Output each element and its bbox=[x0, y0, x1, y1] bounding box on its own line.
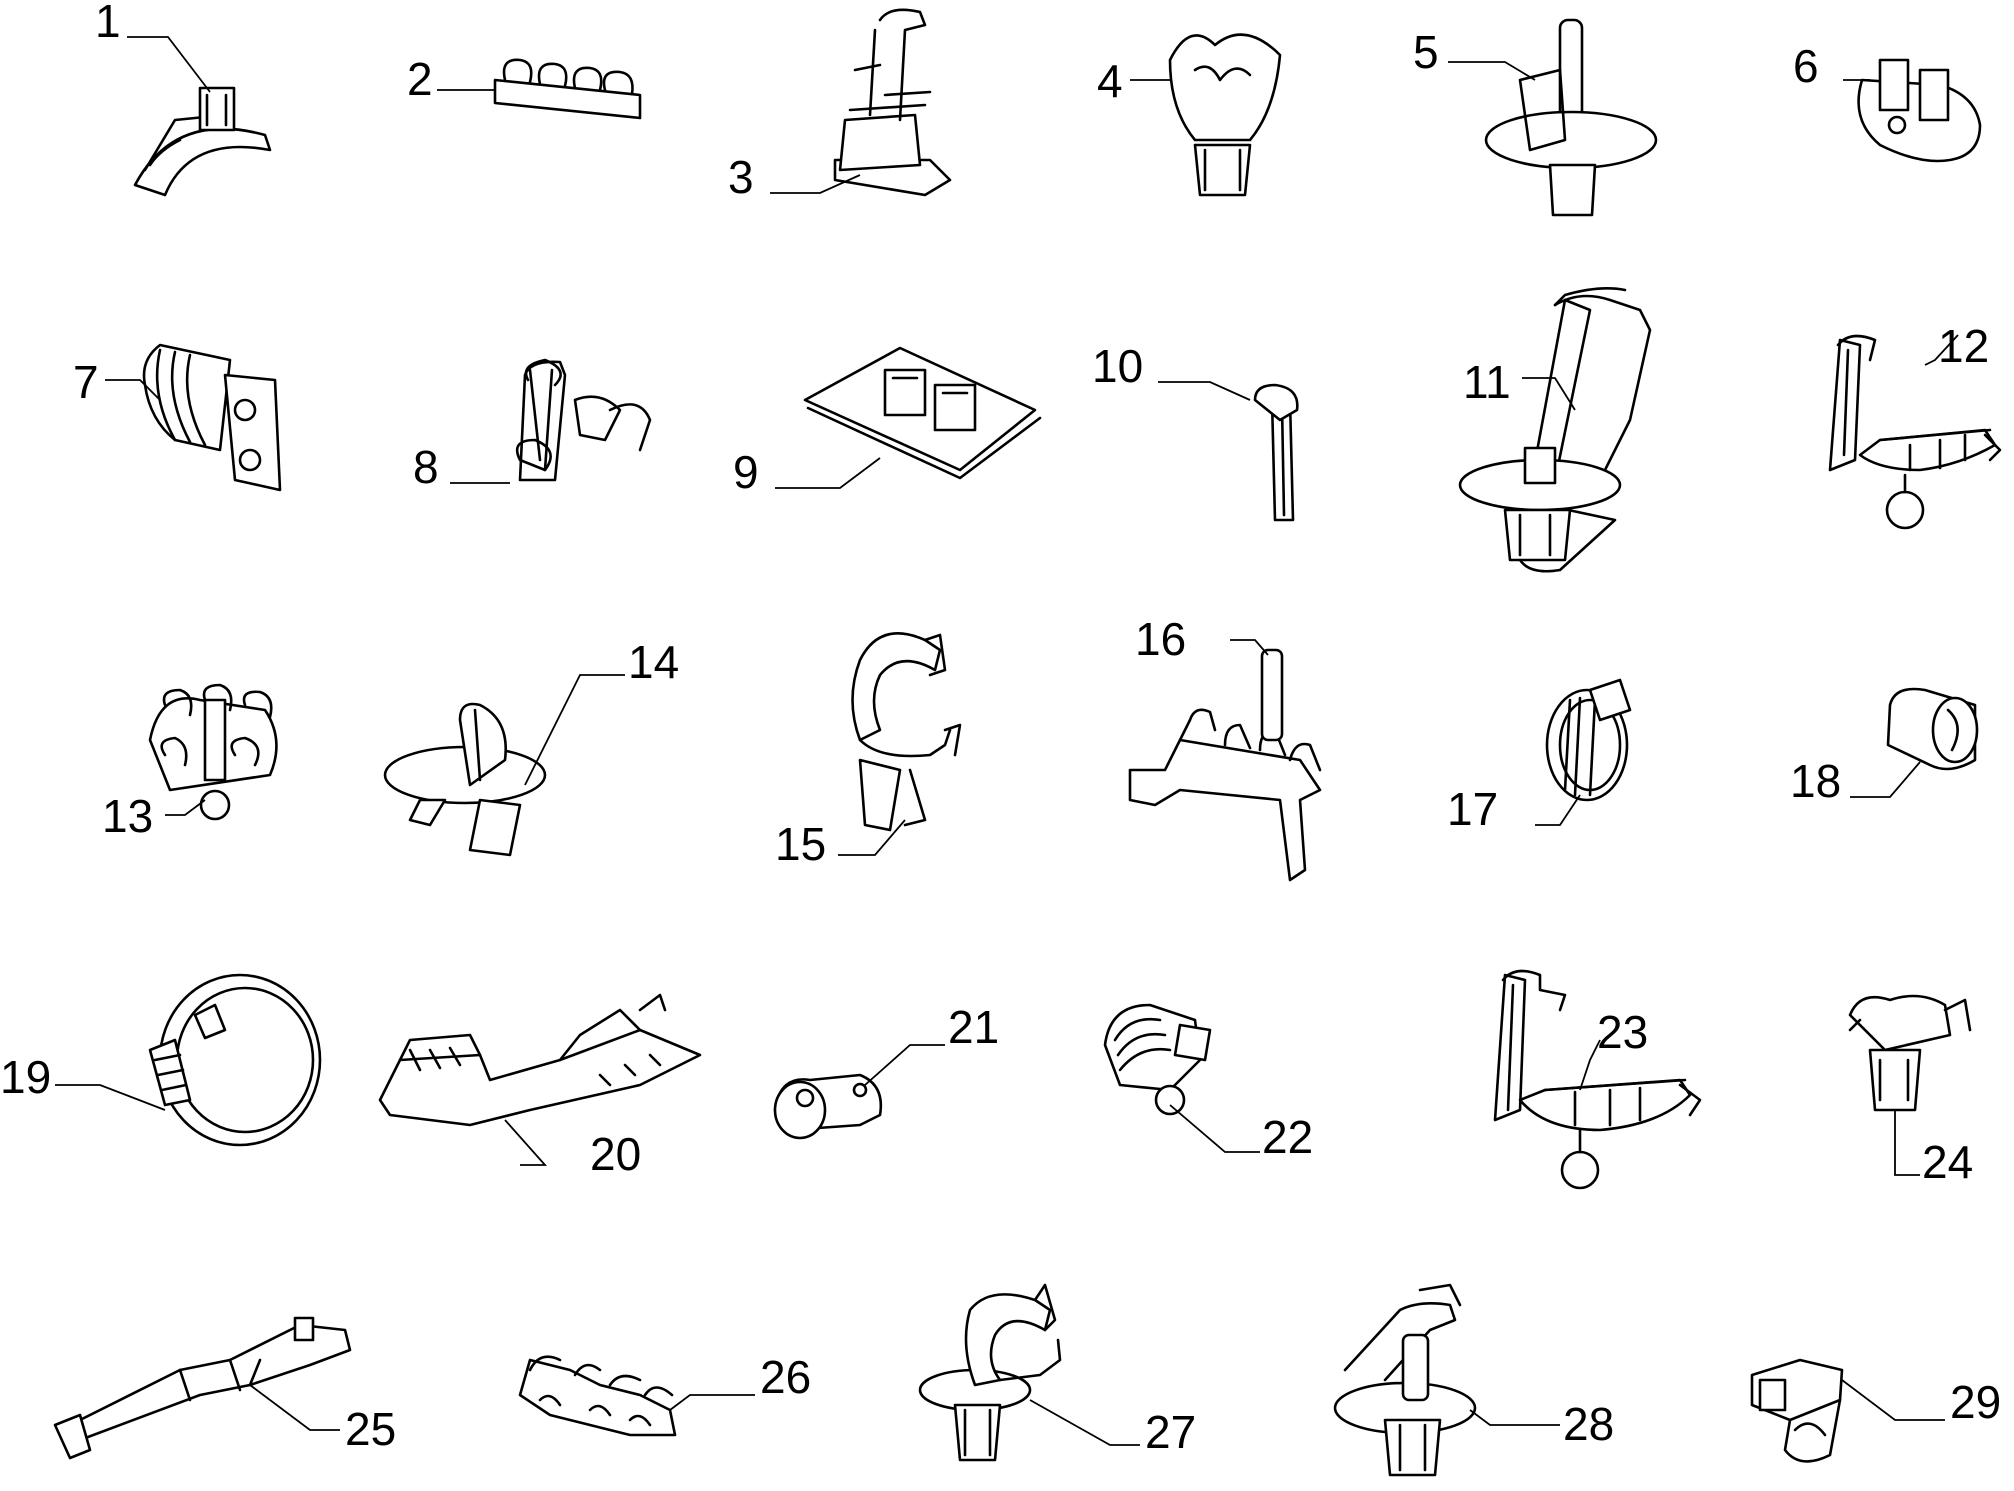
part-label-28: 28 bbox=[1563, 1398, 1614, 1450]
part-label-9: 9 bbox=[733, 446, 759, 498]
part-27[interactable]: 27 bbox=[918, 1283, 1196, 1462]
part-13[interactable]: 13 bbox=[102, 683, 278, 842]
part-9[interactable]: 9 bbox=[733, 346, 1042, 498]
part-label-15: 15 bbox=[775, 818, 826, 870]
part-label-10: 10 bbox=[1092, 340, 1143, 392]
part-12[interactable]: 12 bbox=[1828, 320, 2002, 530]
part-label-11: 11 bbox=[1463, 356, 1511, 408]
part-26[interactable]: 26 bbox=[518, 1351, 811, 1437]
part-11[interactable]: 11 bbox=[1458, 287, 1652, 573]
part-29[interactable]: 29 bbox=[1750, 1358, 2001, 1463]
part-label-5: 5 bbox=[1413, 26, 1439, 78]
part-label-24: 24 bbox=[1922, 1136, 1973, 1188]
part-8[interactable]: 8 bbox=[413, 358, 652, 493]
part-25[interactable]: 25 bbox=[53, 1316, 396, 1460]
part-label-23: 23 bbox=[1597, 1006, 1648, 1058]
part-label-26: 26 bbox=[760, 1351, 811, 1403]
part-label-17: 17 bbox=[1447, 783, 1498, 835]
part-label-6: 6 bbox=[1793, 40, 1819, 92]
part-10[interactable]: 10 bbox=[1092, 340, 1299, 522]
part-label-7: 7 bbox=[73, 356, 99, 408]
part-14[interactable]: 14 bbox=[383, 636, 679, 857]
part-label-2: 2 bbox=[407, 53, 433, 105]
part-23[interactable]: 23 bbox=[1493, 969, 1702, 1190]
part-3[interactable]: 3 bbox=[728, 8, 952, 203]
part-label-8: 8 bbox=[413, 441, 439, 493]
part-label-22: 22 bbox=[1262, 1111, 1313, 1163]
part-18[interactable]: 18 bbox=[1790, 687, 1979, 807]
part-label-25: 25 bbox=[345, 1403, 396, 1455]
part-22[interactable]: 22 bbox=[1103, 1003, 1313, 1163]
part-label-27: 27 bbox=[1145, 1406, 1196, 1458]
part-6[interactable]: 6 bbox=[1793, 40, 1982, 163]
part-5[interactable]: 5 bbox=[1413, 18, 1658, 217]
part-label-12: 12 bbox=[1938, 320, 1989, 372]
part-21[interactable]: 21 bbox=[773, 1001, 999, 1140]
part-label-1: 1 bbox=[95, 0, 121, 47]
part-4[interactable]: 4 bbox=[1097, 33, 1282, 197]
part-label-19: 19 bbox=[0, 1051, 51, 1103]
part-20[interactable]: 20 bbox=[378, 993, 702, 1180]
part-2[interactable]: 2 bbox=[407, 53, 642, 120]
part-label-4: 4 bbox=[1097, 55, 1123, 107]
part-label-20: 20 bbox=[590, 1128, 641, 1180]
part-label-14: 14 bbox=[628, 636, 679, 688]
part-label-29: 29 bbox=[1950, 1376, 2001, 1428]
part-label-13: 13 bbox=[102, 790, 153, 842]
part-24[interactable]: 24 bbox=[1848, 994, 1973, 1188]
part-16[interactable]: 16 bbox=[1128, 613, 1322, 882]
part-19[interactable]: 19 bbox=[0, 973, 322, 1147]
part-1[interactable]: 1 bbox=[95, 0, 272, 197]
part-label-18: 18 bbox=[1790, 755, 1841, 807]
part-label-21: 21 bbox=[948, 1001, 999, 1053]
part-28[interactable]: 28 bbox=[1333, 1283, 1614, 1477]
part-15[interactable]: 15 bbox=[775, 632, 962, 870]
part-label-3: 3 bbox=[728, 151, 754, 203]
part-7[interactable]: 7 bbox=[73, 343, 282, 492]
part-17[interactable]: 17 bbox=[1447, 678, 1632, 835]
part-label-16: 16 bbox=[1135, 613, 1186, 665]
